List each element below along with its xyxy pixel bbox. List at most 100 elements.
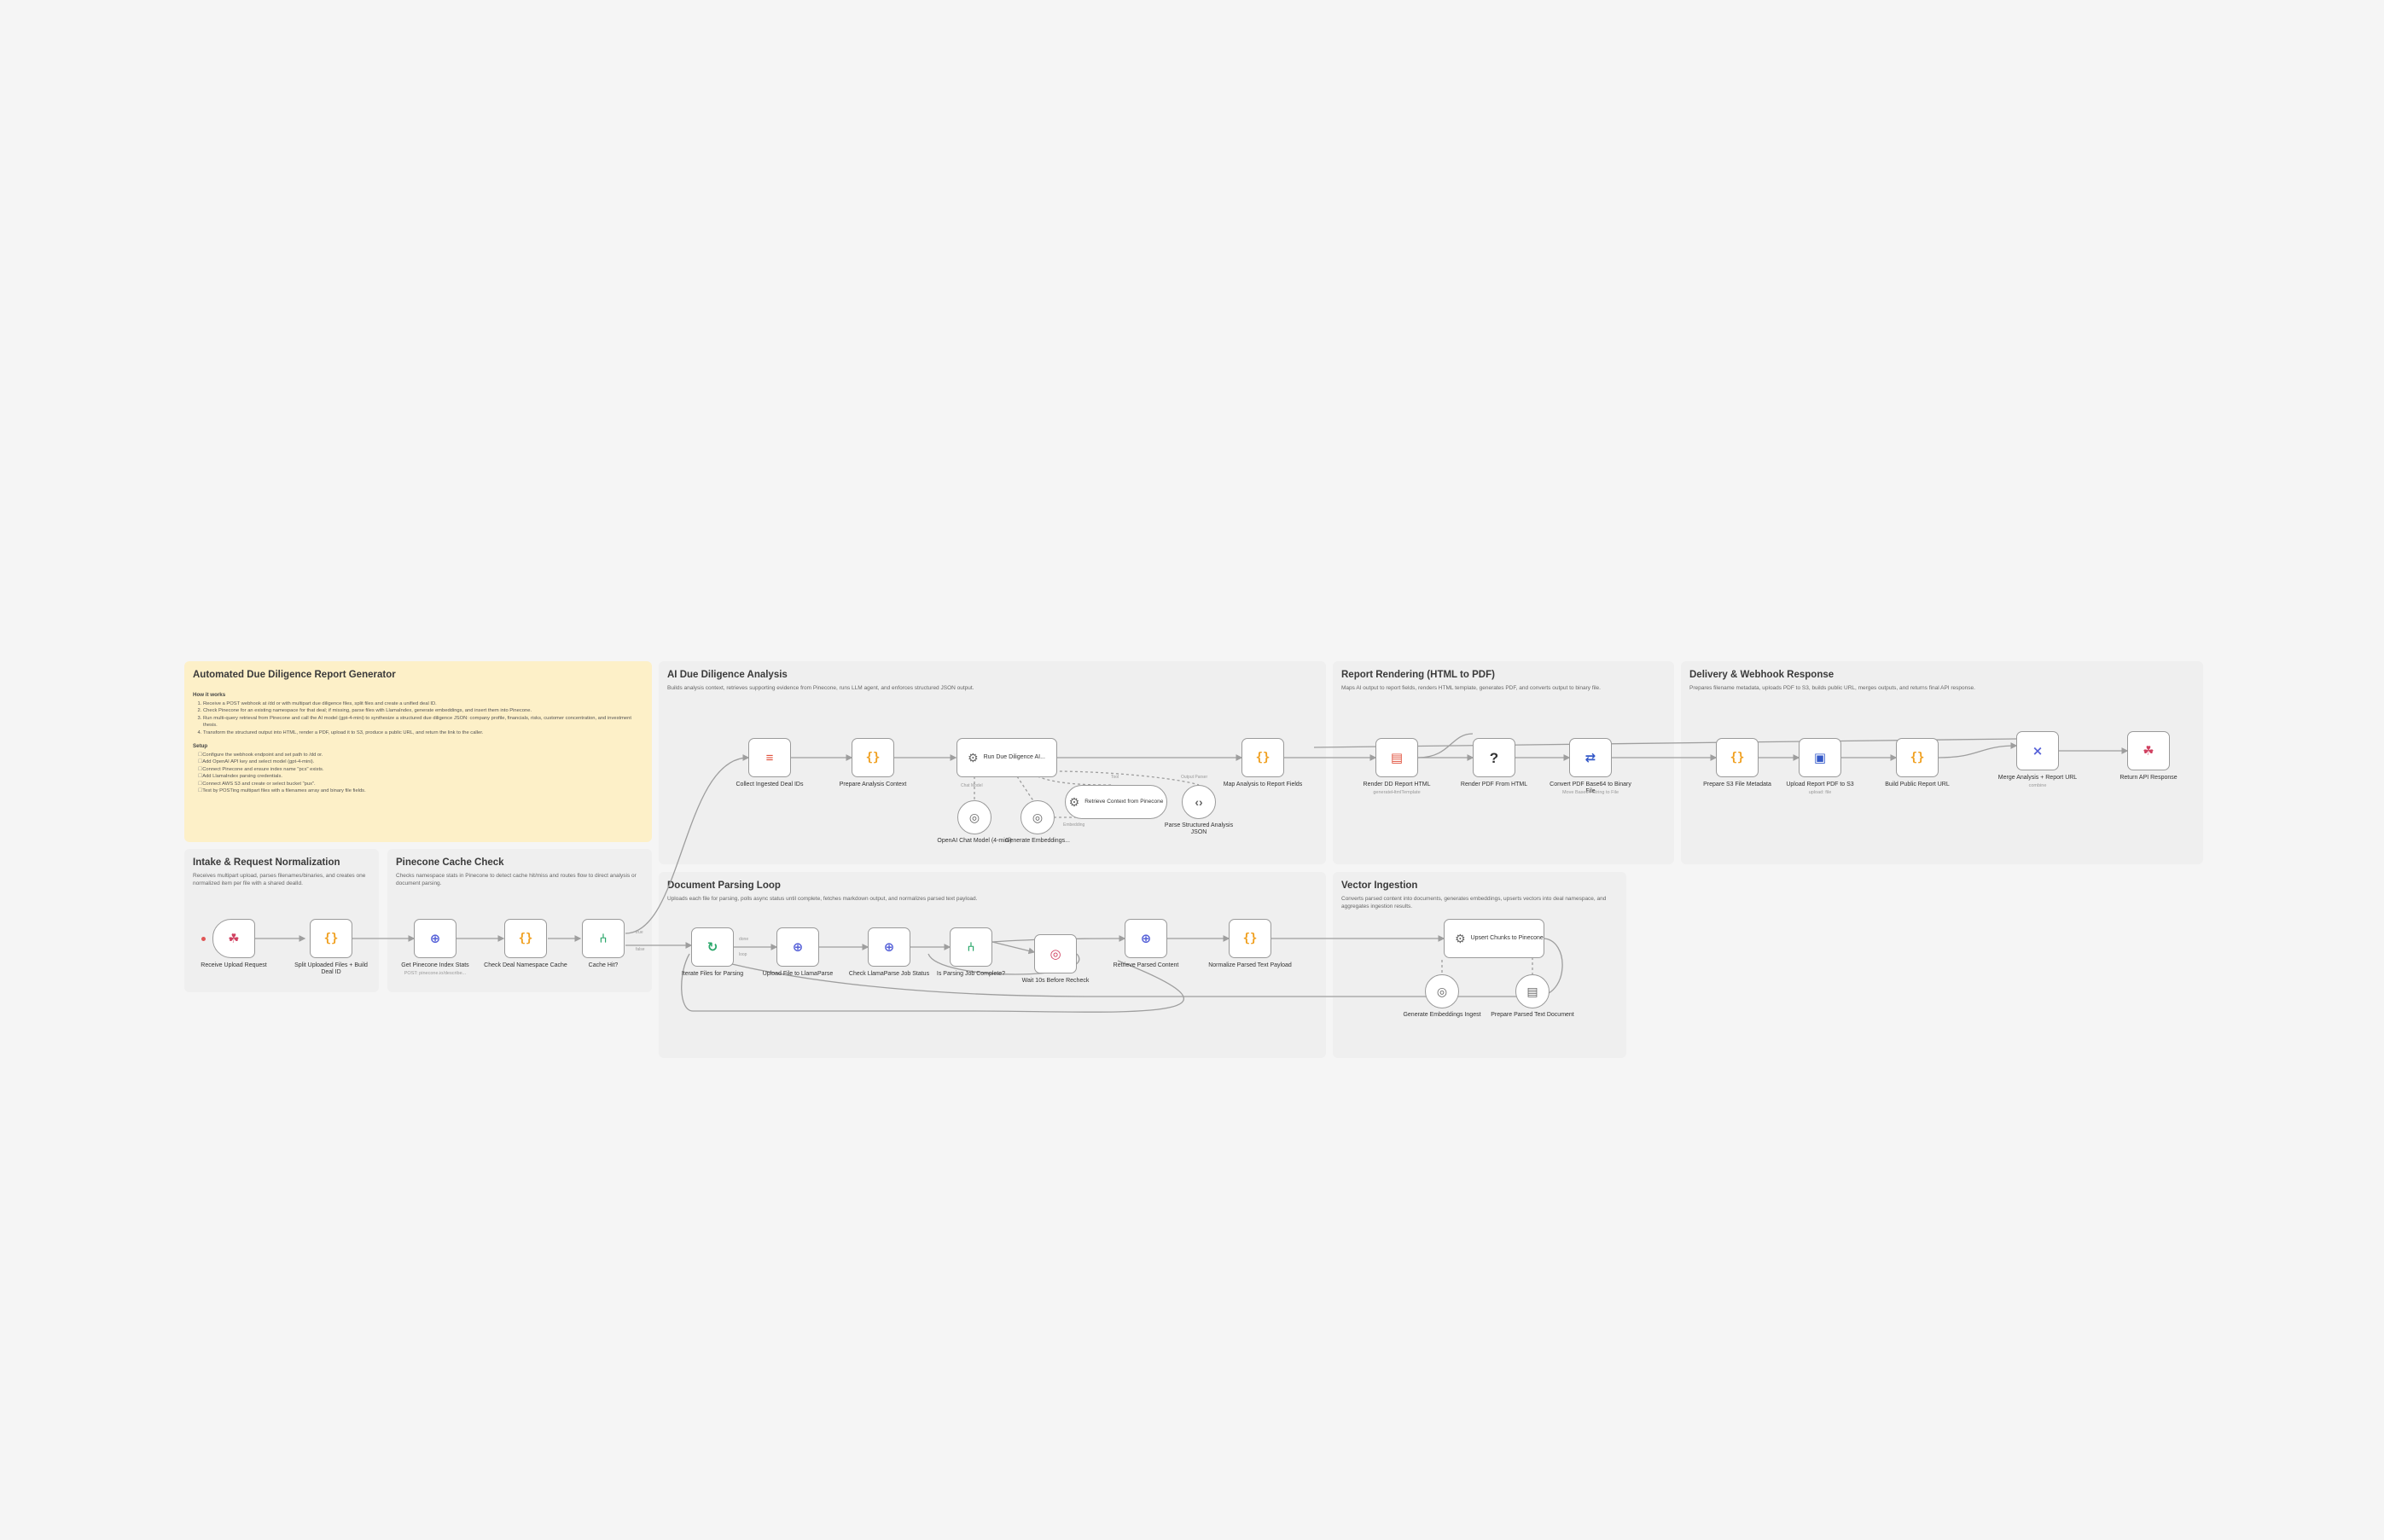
node-uploadlp[interactable]: ⊕ xyxy=(776,927,819,967)
node-label: Generate Embeddings... xyxy=(1005,838,1070,844)
connection xyxy=(1037,776,1114,786)
node-prepctx[interactable]: {} xyxy=(852,738,894,777)
node-ispcomplete[interactable]: ⑃ xyxy=(950,927,992,967)
node-label: Cache Hit? xyxy=(588,962,619,968)
node-collect[interactable]: ≡ xyxy=(748,738,791,777)
setup-checklist: Configure the webhook endpoint and set p… xyxy=(193,752,643,794)
node-label: Check LlamaParse Job Status xyxy=(848,971,930,977)
list-item: Check Pinecone for an existing namespace… xyxy=(203,707,643,714)
subnode-openai[interactable]: ◎ xyxy=(957,800,991,834)
sticky-title: Document Parsing Loop xyxy=(667,880,781,891)
node-label: Get Pinecone Index Stats xyxy=(401,962,469,968)
node-upsert[interactable]: ⚙Upsert Chunks to Pinecone xyxy=(1444,919,1544,958)
connection xyxy=(927,953,1080,975)
list-item: Connect Pinecone and ensure index name "… xyxy=(198,766,643,773)
node-label: Map Analysis to Report Fields xyxy=(1223,782,1303,787)
openai-icon: ◎ xyxy=(1436,985,1448,998)
node-agent[interactable]: ⚙Run Due Diligence AI... xyxy=(957,738,1057,777)
node-normalize[interactable]: {} xyxy=(1229,919,1271,958)
node-getstats[interactable]: ⊕ xyxy=(414,919,456,958)
list-item: Add LlamaIndex parsing credentials. xyxy=(198,773,643,780)
connection xyxy=(625,754,750,934)
trigger-indicator xyxy=(201,937,206,941)
globe-icon: ⊕ xyxy=(429,931,441,946)
node-mapfields[interactable]: {} xyxy=(1241,738,1284,777)
node-merge[interactable]: ⨯ xyxy=(2016,731,2059,770)
node-checklp[interactable]: ⊕ xyxy=(868,927,910,967)
sticky-title: Delivery & Webhook Response xyxy=(1689,670,1835,680)
question-icon: ? xyxy=(1489,749,1499,766)
sticky-overview[interactable]: Automated Due Diligence Report Generator… xyxy=(184,661,652,842)
if-icon: ⑃ xyxy=(967,939,975,955)
connection xyxy=(1016,776,1035,803)
sticky-description: Converts parsed content into documents, … xyxy=(1341,896,1607,909)
list-item: Test by POSTing multipart files with a f… xyxy=(198,787,643,794)
subnode-prepdoc[interactable]: ▤ xyxy=(1515,974,1550,1008)
wait-icon: ◎ xyxy=(1050,946,1061,962)
node-cachehit[interactable]: ⑃ xyxy=(582,919,625,958)
list-item: Add OpenAI API key and select model (gpt… xyxy=(198,758,643,765)
list-item: Receive a POST webhook at /dd or with mu… xyxy=(203,700,643,707)
how-it-works-list: Receive a POST webhook at /dd or with mu… xyxy=(193,700,643,736)
edge-label: done xyxy=(739,937,749,942)
node-iterate[interactable]: ↻ xyxy=(691,927,734,967)
node-wait[interactable]: ◎ xyxy=(1034,934,1077,973)
node-retrieve[interactable]: ⊕ xyxy=(1125,919,1167,958)
node-checkns[interactable]: {} xyxy=(504,919,547,958)
node-label: Build Public Report URL xyxy=(1885,782,1950,787)
node-label: Render PDF From HTML xyxy=(1460,782,1528,787)
node-label: Return API Response xyxy=(2119,775,2178,781)
node-convert[interactable]: ⇄ xyxy=(1569,738,1612,777)
sticky-subheading: Setup xyxy=(193,742,208,749)
list-item: Transform the structured output into HTM… xyxy=(203,729,643,736)
node-buildurl[interactable]: {} xyxy=(1896,738,1939,777)
sticky-description: Maps AI output to report fields, renders… xyxy=(1341,685,1601,691)
webhook-icon: ☘ xyxy=(2143,743,2154,758)
parser-icon: ‹› xyxy=(1195,795,1203,809)
subnode-embed1[interactable]: ◎ xyxy=(1020,800,1055,834)
node-label: Generate Embeddings Ingest xyxy=(1403,1012,1481,1018)
webhook-icon: ☘ xyxy=(228,931,240,946)
sticky-delivery[interactable]: Delivery & Webhook Response Prepares fil… xyxy=(1681,661,2203,864)
node-respond[interactable]: ☘ xyxy=(2127,731,2170,770)
node-renderpdf[interactable]: ? xyxy=(1473,738,1515,777)
code-icon: {} xyxy=(1910,751,1925,764)
node-label: Retrieve Context from Pinecone xyxy=(1084,799,1164,805)
node-label: Normalize Parsed Text Payload xyxy=(1208,962,1292,968)
node-receive[interactable]: ☘ xyxy=(212,919,255,958)
node-renderhtml[interactable]: ▤ xyxy=(1375,738,1418,777)
merge-icon: ⨯ xyxy=(2032,743,2044,758)
code-icon: {} xyxy=(1255,751,1270,764)
edge-label: loop xyxy=(739,952,747,957)
code-icon: {} xyxy=(518,932,533,945)
node-upload[interactable]: ▣ xyxy=(1799,738,1841,777)
openai-icon: ◎ xyxy=(1032,811,1044,824)
subnode-parser[interactable]: ‹› xyxy=(1182,785,1216,819)
sticky-description: Prepares filename metadata, uploads PDF … xyxy=(1689,685,1975,691)
node-label: OpenAI Chat Model (4-mini) xyxy=(937,838,1012,844)
connection xyxy=(991,941,1036,955)
node-label: Merge Analysis + Report URL xyxy=(1997,775,2078,781)
connection xyxy=(1938,742,2018,758)
sticky-vector[interactable]: Vector Ingestion Converts parsed content… xyxy=(1333,872,1626,1058)
connection xyxy=(731,938,1563,997)
code-icon: {} xyxy=(865,751,881,764)
tool-node-retrievetool[interactable]: ⚙Retrieve Context from Pinecone xyxy=(1065,785,1167,819)
node-label: Is Parsing Job Complete? xyxy=(936,971,1006,977)
aggregate-icon: ≡ xyxy=(765,750,774,765)
node-label: Prepare Analysis Context xyxy=(839,782,907,787)
edge-label: Chat Model xyxy=(961,783,983,788)
list-item: Run multi-query retrieval from Pinecone … xyxy=(203,715,643,729)
sticky-parsing[interactable]: Document Parsing Loop Uploads each file … xyxy=(659,872,1326,1058)
sticky-title: Automated Due Diligence Report Generator xyxy=(193,670,396,680)
sticky-description: Checks namespace stats in Pinecone to de… xyxy=(396,873,637,886)
subnode-embed2[interactable]: ◎ xyxy=(1425,974,1459,1008)
sticky-title: Vector Ingestion xyxy=(1341,880,1418,891)
edge-label: true xyxy=(636,930,643,935)
if-icon: ⑃ xyxy=(599,931,608,946)
convert-icon: ⇄ xyxy=(1584,750,1596,765)
node-split[interactable]: {} xyxy=(310,919,352,958)
node-prepmeta[interactable]: {} xyxy=(1716,738,1759,777)
connection xyxy=(681,953,1185,1013)
